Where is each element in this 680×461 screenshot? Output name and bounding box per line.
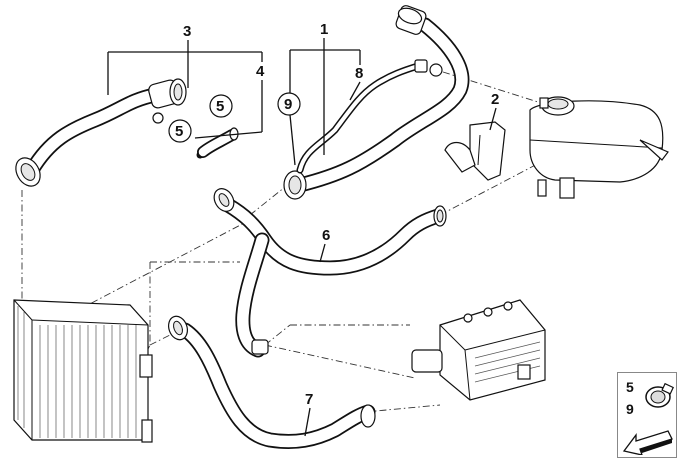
callout-1: 1 xyxy=(320,21,328,38)
hose-clamp-icon xyxy=(645,382,674,408)
callout-5-upper: 5 xyxy=(216,98,224,115)
callout-circles xyxy=(168,92,301,143)
callout-8: 8 xyxy=(355,65,363,82)
oil-cooler xyxy=(411,299,546,401)
callout-9: 9 xyxy=(284,96,292,113)
callout-leads xyxy=(107,38,497,437)
callout-4: 4 xyxy=(256,63,265,80)
bracket-2 xyxy=(444,121,506,181)
hose-3 xyxy=(15,78,187,187)
expansion-tank xyxy=(529,96,669,199)
callout-3: 3 xyxy=(183,23,191,40)
callout-6: 6 xyxy=(322,227,330,244)
hose-1 xyxy=(283,5,470,200)
radiator xyxy=(13,299,153,443)
legend-number-9: 9 xyxy=(626,401,634,417)
legend-number-5: 5 xyxy=(626,379,634,395)
hose-8 xyxy=(296,59,443,174)
callout-7: 7 xyxy=(305,391,313,408)
callout-5-lower: 5 xyxy=(175,123,183,140)
direction-arrow-icon xyxy=(622,430,673,455)
hose-6 xyxy=(213,188,447,358)
legend-box: 5 9 xyxy=(617,372,677,458)
callout-2: 2 xyxy=(491,91,499,108)
hose-7 xyxy=(167,315,376,450)
hose-5 xyxy=(196,127,239,159)
